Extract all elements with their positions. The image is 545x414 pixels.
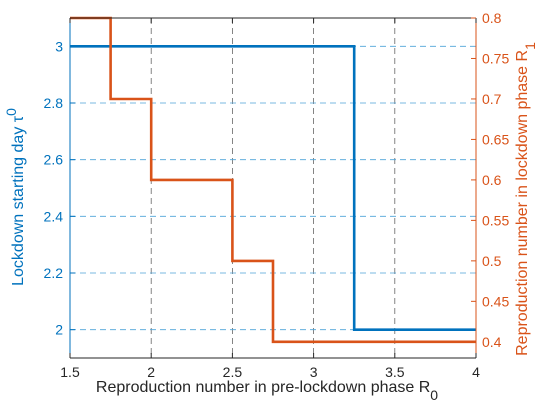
- y-right-tick-label: 0.65: [482, 131, 509, 147]
- x-tick-label: 3: [310, 364, 318, 380]
- axis-labels: Reproduction number in pre-lockdown phas…: [3, 42, 538, 403]
- y-right-tick-label: 0.6: [482, 172, 502, 188]
- y-left-tick-label: 2.6: [44, 152, 64, 168]
- y-right-tick-label: 0.8: [482, 10, 502, 26]
- x-tick-label: 2.5: [223, 364, 243, 380]
- x-axis-label: Reproduction number in pre-lockdown phas…: [96, 379, 438, 403]
- y-right-tick-label: 0.4: [482, 334, 502, 350]
- y-right-tick-label: 0.75: [482, 50, 509, 66]
- y-left-tick-label: 3: [55, 38, 63, 54]
- series-line-left: [70, 44, 476, 332]
- y-right-tick-label: 0.45: [482, 293, 509, 309]
- y-axis-left-label: Lockdown starting day τ0: [3, 108, 27, 286]
- x-tick-label: 2: [147, 364, 155, 380]
- x-tick-label: 4: [472, 364, 480, 380]
- y-left-tick-label: 2.2: [44, 265, 64, 281]
- y-left-tick-label: 2.8: [44, 95, 64, 111]
- series: [70, 16, 476, 344]
- y-axis-right-label: Reproduction number in lockdown phase R1: [514, 42, 538, 356]
- ticks: 1.5 2 2.5 3 3.5 4 2 2.2 2.4 2.6 2.8 3 0.4 0.45 0.5 0.55…: [44, 10, 510, 380]
- series-line-right: [70, 16, 476, 344]
- y-left-tick-label: 2: [55, 322, 63, 338]
- y-right-tick-label: 0.7: [482, 91, 502, 107]
- x-tick-label: 1.5: [60, 364, 80, 380]
- x-tick-label: 3.5: [385, 364, 405, 380]
- y-right-tick-label: 0.5: [482, 253, 502, 269]
- y-left-tick-label: 2.4: [44, 208, 64, 224]
- y-right-tick-label: 0.55: [482, 212, 509, 228]
